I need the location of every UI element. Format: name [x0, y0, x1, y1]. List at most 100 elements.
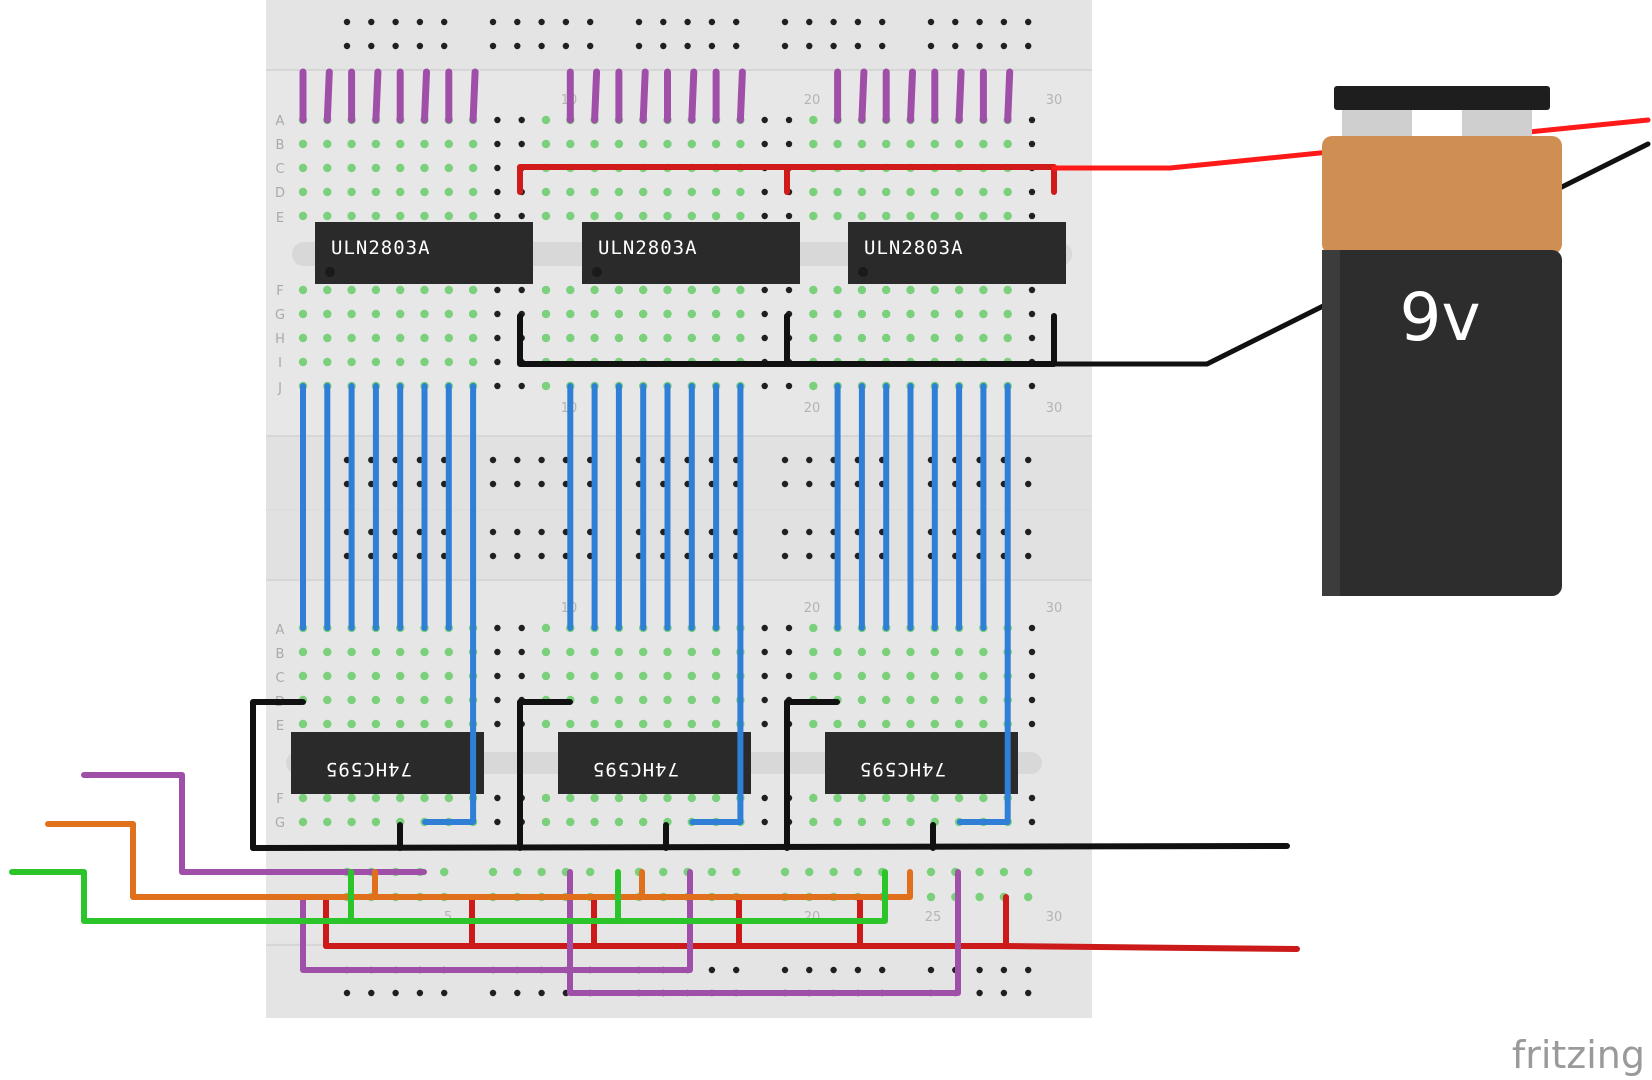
- breadboard-hole: [396, 139, 405, 149]
- black-wire-bottom-branch[interactable]: [784, 699, 840, 851]
- purple-wire-bottom[interactable]: [567, 869, 961, 996]
- breadboard-hole: [1023, 867, 1033, 877]
- breadboard-hole: [833, 187, 842, 197]
- breadboard-hole: [518, 672, 525, 680]
- purple-jumper-wire[interactable]: [469, 68, 479, 124]
- breadboard-hole: [416, 480, 424, 488]
- black-wire-bottom-branch[interactable]: [517, 699, 573, 851]
- pin1-marker: [592, 267, 602, 277]
- battery-body: [1322, 250, 1562, 596]
- 74hc595-chip[interactable]: 74HC595: [825, 732, 1018, 794]
- chip-body: [291, 732, 484, 794]
- blue-wire[interactable]: [689, 383, 744, 825]
- red-wire-bottom-bus[interactable]: [323, 943, 1300, 952]
- breadboard-hole: [488, 867, 498, 877]
- battery-cap: [1322, 136, 1562, 254]
- 74hc595-chip[interactable]: 74HC595: [558, 732, 751, 794]
- black-wire-bottom-bus[interactable]: [250, 843, 1290, 851]
- breadboard-hole: [371, 357, 381, 367]
- breadboard-hole: [347, 357, 356, 367]
- purple-jumper-wire[interactable]: [955, 68, 965, 124]
- breadboard-hole: [979, 647, 988, 657]
- purple-jumper-wire[interactable]: [736, 68, 746, 124]
- breadboard-hole: [882, 333, 891, 343]
- breadboard-hole: [930, 671, 939, 681]
- black-wire-bottom-branch[interactable]: [250, 699, 306, 851]
- breadboard-hole: [736, 309, 745, 319]
- breadboard-hole: [494, 624, 501, 632]
- orange-wire-input[interactable]: [45, 821, 913, 900]
- breadboard-hole: [781, 528, 789, 536]
- breadboard-hole: [514, 42, 521, 50]
- breadboard-hole: [785, 672, 793, 680]
- shift-register-chips: 74HC595 74HC595 74HC595: [291, 732, 1018, 794]
- green-wire-stub[interactable]: [348, 869, 621, 924]
- uln2803a-chip[interactable]: ULN2803A: [582, 222, 800, 284]
- breadboard-hole: [441, 42, 448, 50]
- breadboard-hole: [906, 695, 915, 705]
- breadboard-hole: [736, 333, 745, 343]
- green-wire-input[interactable]: [9, 869, 888, 924]
- breadboard-hole: [566, 719, 575, 729]
- breadboard-hole: [368, 42, 375, 50]
- breadboard-hole: [687, 719, 696, 729]
- breadboard-hole: [663, 719, 672, 729]
- orange-wire-stub[interactable]: [372, 869, 645, 900]
- breadboard-hole: [444, 139, 453, 149]
- breadboard-hole: [614, 309, 624, 319]
- breadboard-hole: [979, 309, 988, 319]
- black-wire-top-bus[interactable]: [517, 313, 1057, 367]
- breadboard-hole: [1025, 528, 1032, 536]
- breadboard-hole: [444, 647, 453, 657]
- breadboard-hole: [614, 647, 624, 657]
- breadboard-hole: [687, 285, 696, 295]
- purple-jumper-wire[interactable]: [372, 68, 382, 124]
- red-wire-top-bus[interactable]: [517, 164, 1057, 195]
- breadboard-hole: [761, 212, 768, 220]
- breadboard-hole: [975, 892, 984, 902]
- breadboard-hole: [347, 163, 356, 173]
- breadboard-hole: [663, 139, 672, 149]
- breadboard-hole: [785, 382, 793, 390]
- purple-jumper-wire[interactable]: [591, 68, 601, 124]
- breadboard-hole: [809, 817, 818, 827]
- breadboard-hole: [906, 671, 915, 681]
- uln2803a-chip[interactable]: ULN2803A: [848, 222, 1066, 284]
- breadboard-middle-rails: [266, 436, 1092, 580]
- purple-jumper-wire[interactable]: [421, 68, 430, 124]
- breadboard-hole: [298, 719, 308, 729]
- 74hc595-chip[interactable]: 74HC595: [291, 732, 484, 794]
- battery-9v[interactable]: 9v: [1322, 86, 1562, 596]
- breadboard-hole: [660, 42, 667, 50]
- breadboard-hole: [711, 187, 721, 197]
- breadboard-hole: [930, 309, 939, 319]
- breadboard-hole: [444, 163, 453, 173]
- blue-wire[interactable]: [956, 383, 1011, 825]
- row-letter: E: [276, 211, 284, 226]
- battery-shade: [1322, 250, 1340, 596]
- breadboard-hole: [809, 671, 818, 681]
- breadboard-hole: [514, 18, 521, 26]
- breadboard-hole: [687, 309, 696, 319]
- breadboard-hole: [708, 42, 716, 50]
- breadboard-hole: [468, 139, 478, 149]
- breadboard-hole: [494, 116, 501, 124]
- breadboard-hole: [416, 18, 424, 26]
- purple-jumper-wire[interactable]: [1004, 68, 1014, 124]
- breadboard-hole: [781, 456, 789, 464]
- uln2803a-chip[interactable]: ULN2803A: [315, 222, 533, 284]
- purple-jumper-wire[interactable]: [858, 68, 868, 124]
- blue-wire[interactable]: [422, 383, 477, 825]
- purple-jumper-wire[interactable]: [907, 68, 916, 124]
- breadboard-hole: [857, 647, 867, 657]
- breadboard-hole: [298, 647, 308, 657]
- purple-wire-input[interactable]: [81, 772, 427, 875]
- breadboard-hole: [538, 42, 545, 50]
- breadboard-hole: [830, 42, 837, 50]
- black-wire-bottom-stub[interactable]: [397, 822, 936, 851]
- breadboard-hole: [761, 818, 768, 826]
- purple-jumper-wire[interactable]: [323, 68, 333, 124]
- purple-jumper-wire[interactable]: [639, 68, 649, 124]
- breadboard-hole: [954, 285, 964, 295]
- purple-jumper-wire[interactable]: [688, 68, 698, 124]
